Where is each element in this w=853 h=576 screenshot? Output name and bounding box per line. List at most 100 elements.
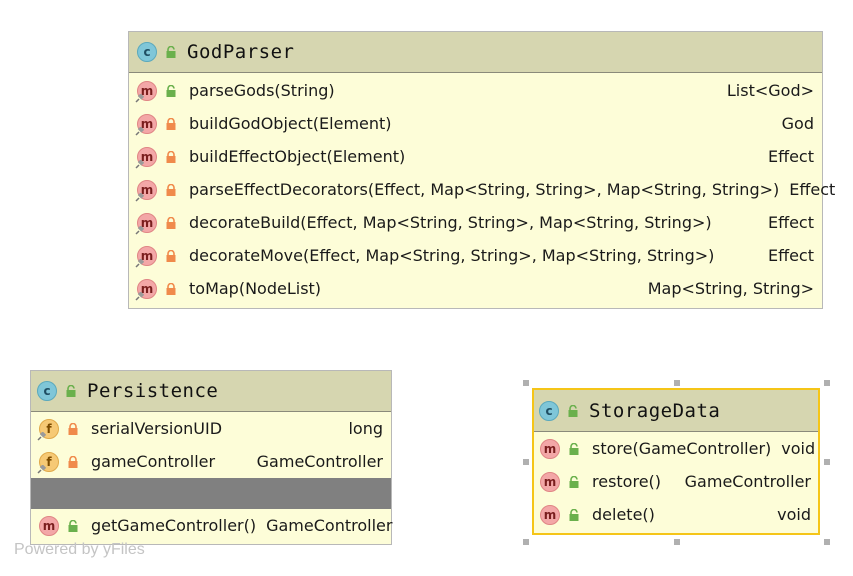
- method-row[interactable]: m decorateMove(Effect, Map<String, Strin…: [129, 239, 822, 272]
- method-icon: m: [135, 146, 157, 169]
- method-row[interactable]: m getGameController() GameController: [31, 509, 392, 542]
- method-row[interactable]: m buildGodObject(Element) God: [129, 107, 822, 140]
- private-lock-icon: [165, 283, 177, 295]
- method-icon: m: [135, 278, 157, 301]
- field-name: serialVersionUID: [91, 419, 223, 438]
- private-lock-icon: [165, 250, 177, 262]
- pin-icon: [37, 432, 46, 441]
- method-icon: m: [135, 113, 157, 136]
- watermark: Powered by yFiles: [14, 541, 145, 558]
- private-lock-icon: [165, 118, 177, 130]
- method-signature: getGameController(): [91, 516, 257, 535]
- pin-icon: [135, 160, 144, 169]
- class-icon: c: [37, 381, 57, 401]
- method-row[interactable]: m toMap(NodeList) Map<String, String>: [129, 272, 822, 305]
- method-signature: delete(): [592, 505, 655, 524]
- pin-icon: [135, 127, 144, 136]
- public-lock-icon: [67, 520, 79, 532]
- field-icon: f: [37, 451, 59, 474]
- private-lock-icon: [67, 423, 79, 435]
- public-lock-icon: [568, 443, 580, 455]
- method-signature: restore(): [592, 472, 662, 491]
- field-icon: f: [37, 418, 59, 441]
- class-icon: c: [539, 400, 559, 421]
- method-row[interactable]: m delete() void: [534, 498, 818, 531]
- method-return-type: God: [781, 114, 814, 133]
- resize-handle[interactable]: [674, 380, 680, 386]
- method-row[interactable]: m parseGods(String) List<God>: [129, 74, 822, 107]
- method-return-type: GameController: [684, 472, 811, 491]
- method-icon: m: [135, 245, 157, 268]
- method-row[interactable]: m parseEffectDecorators(Effect, Map<Stri…: [129, 173, 835, 206]
- field-row[interactable]: f serialVersionUID long: [31, 412, 391, 445]
- method-icon: m: [135, 212, 157, 235]
- method-signature: parseGods(String): [189, 81, 335, 100]
- method-icon: m: [540, 504, 560, 525]
- method-row[interactable]: m restore() GameController: [534, 465, 818, 498]
- class-header: c GodParser: [129, 32, 822, 73]
- method-return-type: void: [777, 505, 811, 524]
- field-type: GameController: [256, 452, 383, 471]
- pin-icon: [135, 193, 144, 202]
- private-lock-icon: [165, 184, 177, 196]
- class-name: StorageData: [589, 399, 721, 422]
- field-name: gameController: [91, 452, 216, 471]
- method-row[interactable]: m decorateBuild(Effect, Map<String, Stri…: [129, 206, 822, 239]
- public-lock-icon: [165, 46, 177, 58]
- class-name: GodParser: [187, 41, 295, 63]
- resize-handle[interactable]: [523, 380, 529, 386]
- method-signature: buildEffectObject(Element): [189, 147, 406, 166]
- class-persistence[interactable]: c Persistence f serialVersionUID long f …: [30, 370, 392, 545]
- method-row[interactable]: m buildEffectObject(Element) Effect: [129, 140, 822, 173]
- field-list: f serialVersionUID long f gameController…: [31, 412, 391, 478]
- method-row[interactable]: m store(GameController) void: [534, 432, 818, 465]
- method-return-type: Map<String, String>: [647, 279, 814, 298]
- method-return-type: Effect: [767, 213, 814, 232]
- method-list: m store(GameController) void m restore()…: [534, 432, 818, 531]
- field-type: long: [348, 419, 383, 438]
- resize-handle[interactable]: [523, 539, 529, 545]
- compartment-divider: [31, 478, 391, 509]
- method-signature: store(GameController): [592, 439, 772, 458]
- method-icon: m: [135, 179, 157, 202]
- resize-handle[interactable]: [824, 539, 830, 545]
- class-storagedata[interactable]: c StorageData m store(GameController) vo…: [532, 388, 820, 535]
- class-header: c StorageData: [534, 390, 818, 432]
- field-row[interactable]: f gameController GameController: [31, 445, 391, 478]
- method-return-type: List<God>: [726, 81, 814, 100]
- method-icon: m: [540, 471, 560, 492]
- method-list: m getGameController() GameController: [31, 509, 392, 542]
- pin-icon: [135, 94, 144, 103]
- method-list: m parseGods(String) List<God> m buildGod…: [129, 73, 835, 305]
- method-signature: toMap(NodeList): [189, 279, 322, 298]
- method-return-type: Effect: [767, 147, 814, 166]
- pin-icon: [135, 259, 144, 268]
- class-header: c Persistence: [31, 371, 391, 412]
- method-signature: decorateBuild(Effect, Map<String, String…: [189, 213, 712, 232]
- public-lock-icon: [65, 385, 77, 397]
- method-icon: m: [135, 80, 157, 103]
- pin-icon: [37, 465, 46, 474]
- method-signature: decorateMove(Effect, Map<String, String>…: [189, 246, 715, 265]
- private-lock-icon: [165, 217, 177, 229]
- method-icon: m: [39, 515, 59, 536]
- public-lock-icon: [568, 509, 580, 521]
- pin-icon: [135, 292, 144, 301]
- class-icon: c: [137, 42, 157, 62]
- pin-icon: [135, 226, 144, 235]
- public-lock-icon: [165, 85, 177, 97]
- private-lock-icon: [165, 151, 177, 163]
- method-return-type: Effect: [767, 246, 814, 265]
- resize-handle[interactable]: [824, 459, 830, 465]
- method-signature: buildGodObject(Element): [189, 114, 392, 133]
- public-lock-icon: [567, 405, 579, 417]
- private-lock-icon: [67, 456, 79, 468]
- method-signature: parseEffectDecorators(Effect, Map<String…: [189, 180, 780, 199]
- method-return-type: void: [781, 439, 816, 458]
- resize-handle[interactable]: [824, 380, 830, 386]
- class-godparser[interactable]: c GodParser m parseGods(String) List<God…: [128, 31, 835, 309]
- resize-handle[interactable]: [523, 459, 529, 465]
- method-icon: m: [540, 438, 560, 459]
- resize-handle[interactable]: [674, 539, 680, 545]
- public-lock-icon: [568, 476, 580, 488]
